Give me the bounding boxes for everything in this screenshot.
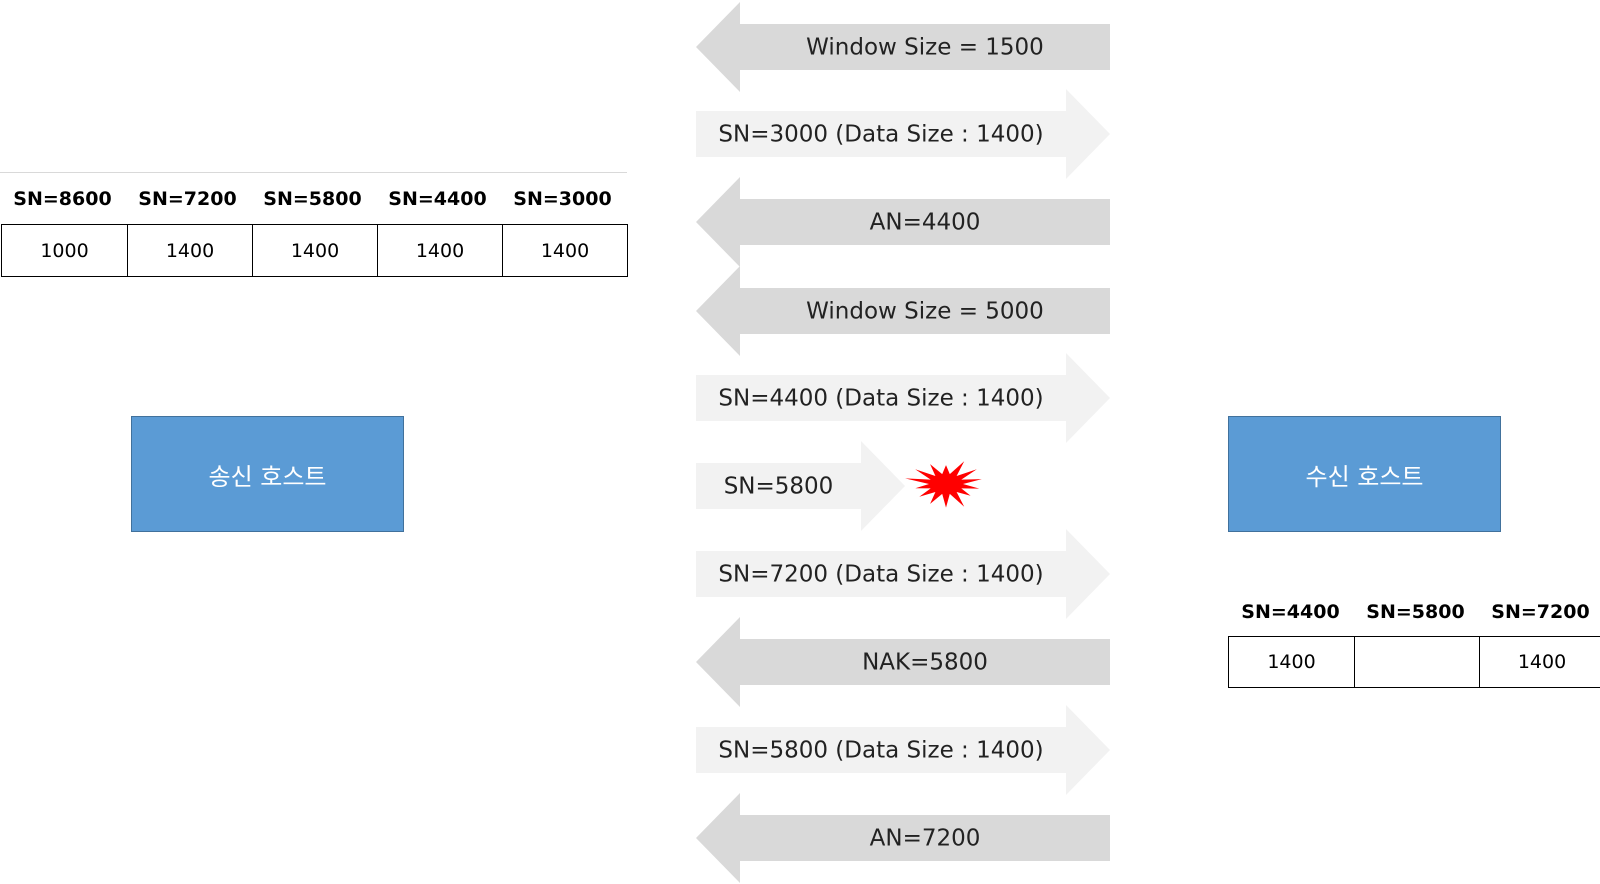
sender-buffer-divider — [0, 172, 627, 173]
message-arrow-sn-4400: SN=4400 (Data Size : 1400) — [696, 353, 1110, 443]
message-arrow-sn-7200: SN=7200 (Data Size : 1400) — [696, 529, 1110, 619]
message-arrow-sn-3000: SN=3000 (Data Size : 1400) — [696, 89, 1110, 179]
left-arrow-shape — [696, 177, 1110, 267]
receiver-buffer-cell: 1400 — [1479, 637, 1600, 687]
message-label: NAK=5800 — [862, 650, 988, 676]
left-arrow-shape — [696, 793, 1110, 883]
sender-buffer-sn: SN=4400 — [388, 188, 487, 210]
sender-host-label: 송신 호스트 — [208, 462, 327, 491]
packet-loss-burst-icon — [905, 461, 982, 508]
receiver-buffer-cell: 1400 — [1267, 651, 1316, 673]
receiver-buffer-header: SN=4400 SN=5800 SN=7200 — [1228, 601, 1600, 623]
receiver-buffer-cell-empty — [1354, 637, 1479, 687]
message-label: SN=5800 — [724, 474, 834, 500]
sender-buffer-cell: 1000 — [40, 239, 89, 262]
message-label: AN=7200 — [870, 826, 981, 852]
message-arrow-an-7200: AN=7200 — [696, 793, 1110, 883]
left-arrow-shape — [696, 617, 1110, 707]
message-arrow-sn-5800-retransmit: SN=5800 (Data Size : 1400) — [696, 705, 1110, 795]
right-arrow-shape — [696, 89, 1110, 179]
left-arrow-shape — [696, 266, 1110, 356]
message-arrow-sn-5800-lost: SN=5800 — [696, 441, 982, 531]
right-arrow-shape — [696, 705, 1110, 795]
receiver-host: 수신 호스트 — [1228, 416, 1501, 532]
right-arrow-shape — [696, 353, 1110, 443]
sender-buffer-cell: 1400 — [252, 225, 377, 276]
receiver-buffer-cells: 1400 1400 — [1228, 636, 1600, 688]
sender-buffer-sn: SN=8600 — [13, 188, 112, 210]
message-label: SN=4400 (Data Size : 1400) — [718, 386, 1043, 412]
left-arrow-shape — [696, 2, 1110, 92]
sender-buffer-sn: SN=3000 — [513, 188, 612, 210]
message-arrow-window-1500: Window Size = 1500 — [696, 2, 1110, 92]
message-arrow-window-5000: Window Size = 5000 — [696, 266, 1110, 356]
sender-buffer-cell: 1400 — [377, 225, 502, 276]
message-label: SN=5800 (Data Size : 1400) — [718, 738, 1043, 764]
sender-buffer-cells: 1000 1400 1400 1400 1400 — [1, 224, 628, 277]
receiver-buffer-sn: SN=7200 — [1491, 601, 1590, 623]
message-label: SN=7200 (Data Size : 1400) — [718, 562, 1043, 588]
sender-buffer-sn: SN=5800 — [263, 188, 362, 210]
message-label: Window Size = 5000 — [806, 299, 1044, 325]
receiver-host-label: 수신 호스트 — [1305, 462, 1424, 491]
message-arrow-nak-5800: NAK=5800 — [696, 617, 1110, 707]
sender-buffer-cell: 1400 — [502, 225, 627, 276]
receiver-buffer-sn: SN=5800 — [1366, 601, 1465, 623]
sender-host: 송신 호스트 — [131, 416, 404, 532]
message-label: AN=4400 — [870, 210, 981, 236]
sender-buffer-header: SN=8600 SN=7200 SN=5800 SN=4400 SN=3000 — [0, 188, 625, 210]
sender-buffer-cell: 1400 — [127, 225, 252, 276]
message-label: Window Size = 1500 — [806, 35, 1044, 61]
message-arrow-an-4400: AN=4400 — [696, 177, 1110, 267]
sender-buffer-sn: SN=7200 — [138, 188, 237, 210]
right-arrow-shape — [696, 529, 1110, 619]
receiver-buffer-sn: SN=4400 — [1241, 601, 1340, 623]
message-label: SN=3000 (Data Size : 1400) — [718, 122, 1043, 148]
right-arrow-shape — [696, 441, 905, 531]
